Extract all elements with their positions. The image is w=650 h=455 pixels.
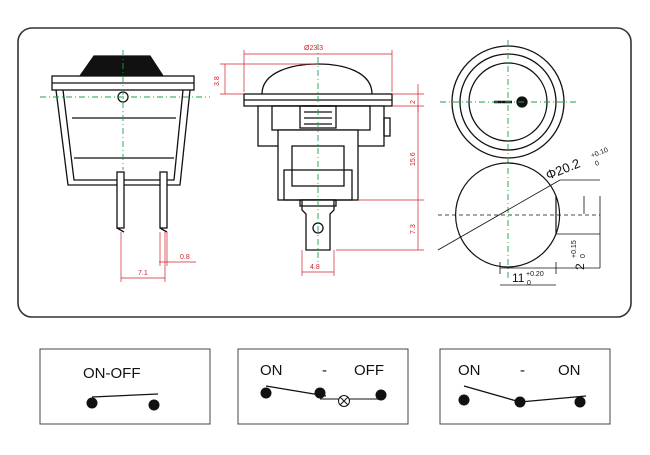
body-height-dimension: 15.6 <box>410 152 417 166</box>
flat-depth-label: 2 <box>573 263 587 270</box>
schematic-3-label-on-1: ON <box>458 362 481 379</box>
schematic-2-label-on: ON <box>260 362 283 379</box>
front-view <box>51 55 195 233</box>
flat-depth-tol-upper: +0.15 <box>571 240 578 258</box>
panel-cutout-view <box>454 162 561 268</box>
terminal-thickness-dimension: 0.8 <box>180 254 190 261</box>
flat-depth-tol-lower: 0 <box>580 254 587 258</box>
panel-cutout-dimensions <box>437 179 601 286</box>
schematic-1-label: ON-OFF <box>83 365 141 382</box>
schematic-on-off: ON-OFF <box>39 348 211 425</box>
flat-offset-tol-upper: +0.20 <box>526 271 544 278</box>
overall-width-dimension: Ø23.3 <box>304 45 323 52</box>
flat-offset-label: 11 <box>512 271 525 285</box>
side-view-dimensions <box>220 50 424 276</box>
flange-thickness-dimension: 2 <box>410 100 417 104</box>
schematic-on-dash-on: ON - ON <box>439 348 611 425</box>
terminal-height-dimension: 7.3 <box>410 224 417 234</box>
schematic-2-label-off: OFF <box>354 362 384 379</box>
front-view-centerlines <box>40 50 210 170</box>
schematic-3-label-dash: - <box>520 362 525 379</box>
terminal-spacing-dimension: 7.1 <box>138 270 148 277</box>
schematic-2-label-dash: - <box>322 362 327 379</box>
cutout-diameter-tol-lower: 0 <box>594 160 600 168</box>
terminal-width-dimension: 4.8 <box>310 264 320 271</box>
schematic-on-dash-off: ON - OFF <box>237 348 409 425</box>
cap-height-dimension: 3.8 <box>214 76 221 86</box>
flat-offset-tol-lower: 0 <box>527 280 531 287</box>
front-view-dimensions <box>120 232 196 282</box>
schematic-3-label-on-2: ON <box>558 362 581 379</box>
top-view-centerlines <box>440 40 576 164</box>
